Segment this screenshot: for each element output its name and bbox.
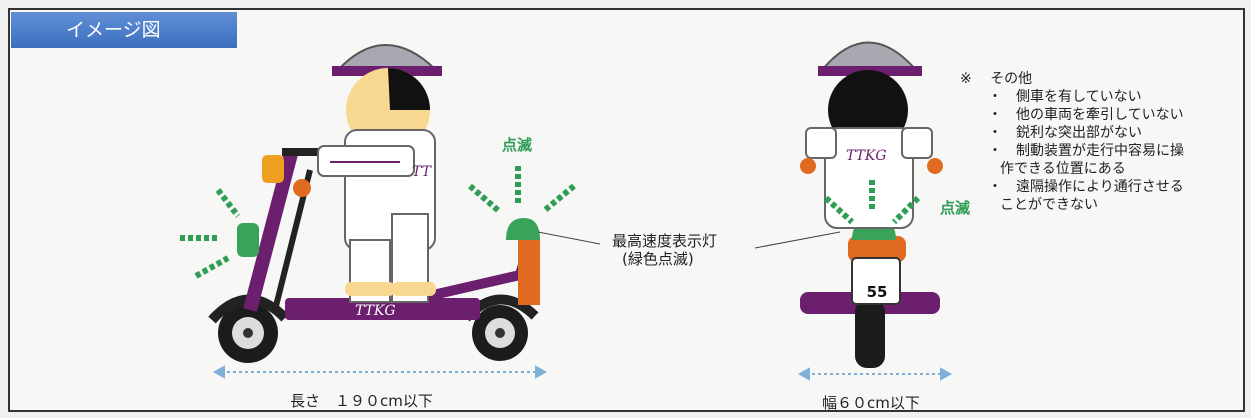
number-plate [851,257,901,305]
notes-mark: ※ [960,71,972,87]
note-item-continued: 作できる位置にある [1000,161,1126,177]
rear-wheel [472,305,528,361]
rear-torso [824,127,914,229]
note-item: ・ 側車を有していない [988,89,1142,105]
rear-wheel-back [855,300,885,368]
callout-line-2: (緑色点滅) [622,250,694,268]
blink-label-rear: 点滅 [940,199,971,217]
plate-number: 55 [867,283,888,301]
length-dimension: 長さ １９０cm以下 [290,392,433,410]
note-item: ・ 制動装置が走行中容易に操 [988,143,1184,159]
note-item-continued: ことができない [1000,197,1098,213]
length-arrow [212,365,548,379]
svg-text:TT: TT [412,164,433,180]
width-arrow [797,367,953,381]
image-frame [8,8,1245,412]
front-amber-light [262,155,284,183]
notes-title-row: ※ その他 [960,70,1184,88]
width-dimension: 幅６０cm以下 [822,394,920,412]
notes-title: その他 [990,71,1033,87]
deck-logo: TTKG [355,303,396,319]
side-view-scooter: TTKG TT [180,44,841,379]
note-item: ・ 鋭利な突出部がない [988,125,1142,141]
blink-label-side: 点滅 [502,136,533,154]
rear-helmet [819,41,919,71]
note-item: ・ 他の車両を牽引していない [988,107,1184,123]
rear-blink-rays [468,166,576,215]
steering-column [243,148,299,312]
image-title-tag: イメージ図 [11,12,237,48]
callout-line-1: 最高速度表示灯 [612,232,718,250]
notes-box: ※ その他 ・ 側車を有していない ・ 他の車両を牽引していない ・ 鋭利な突出… [960,70,1184,214]
rear-view-scooter: 55 TTKG [797,41,953,381]
rear-view-blink-rays [823,180,921,225]
rear-green-lamp [506,218,540,240]
note-item: ・ 遠隔操作により通行させる [988,179,1184,195]
front-blink-rays [180,188,241,279]
svg-text:TTKG: TTKG [846,148,887,164]
deck [285,298,480,320]
front-green-lamp [237,223,259,257]
rear-lamp-housing [518,240,540,305]
front-wheel [218,303,278,363]
